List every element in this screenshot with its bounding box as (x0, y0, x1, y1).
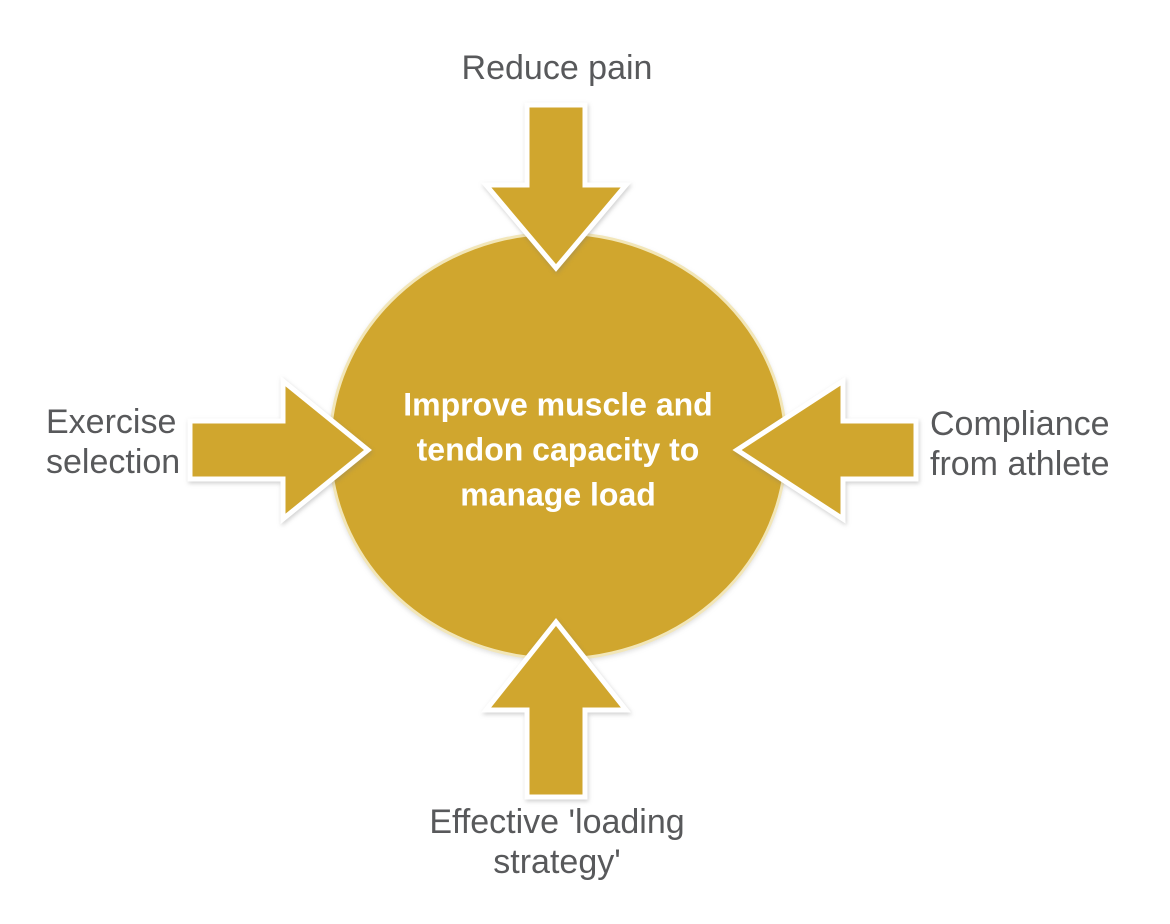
arrow-down-icon (480, 102, 632, 272)
factor-label-line: Compliance (930, 405, 1110, 443)
factor-label-effective-loading-strategy: Effective 'loading strategy' (429, 802, 684, 882)
factor-label-line: from athlete (930, 445, 1110, 483)
factor-label-line: strategy' (493, 843, 621, 881)
factor-label-reduce-pain: Reduce pain (462, 48, 653, 88)
factor-label-compliance-from-athlete: Compliance from athlete (930, 404, 1110, 484)
factor-label-exercise-selection: Exercise selection (46, 402, 180, 482)
factor-label-line: Exercise (46, 403, 177, 441)
center-goal-line: manage load (460, 476, 656, 513)
center-goal-line: tendon capacity to (416, 431, 700, 468)
factor-label-line: Effective 'loading (429, 803, 685, 841)
arrow-right-icon (187, 375, 372, 525)
arrow-up-icon (480, 617, 632, 800)
factor-label-line: selection (46, 443, 181, 481)
factor-label-line: Reduce pain (461, 49, 653, 87)
center-goal-line: Improve muscle and (403, 386, 713, 423)
center-goal-text: Improve muscle and tendon capacity to ma… (373, 383, 743, 518)
arrow-left-icon (732, 376, 919, 524)
